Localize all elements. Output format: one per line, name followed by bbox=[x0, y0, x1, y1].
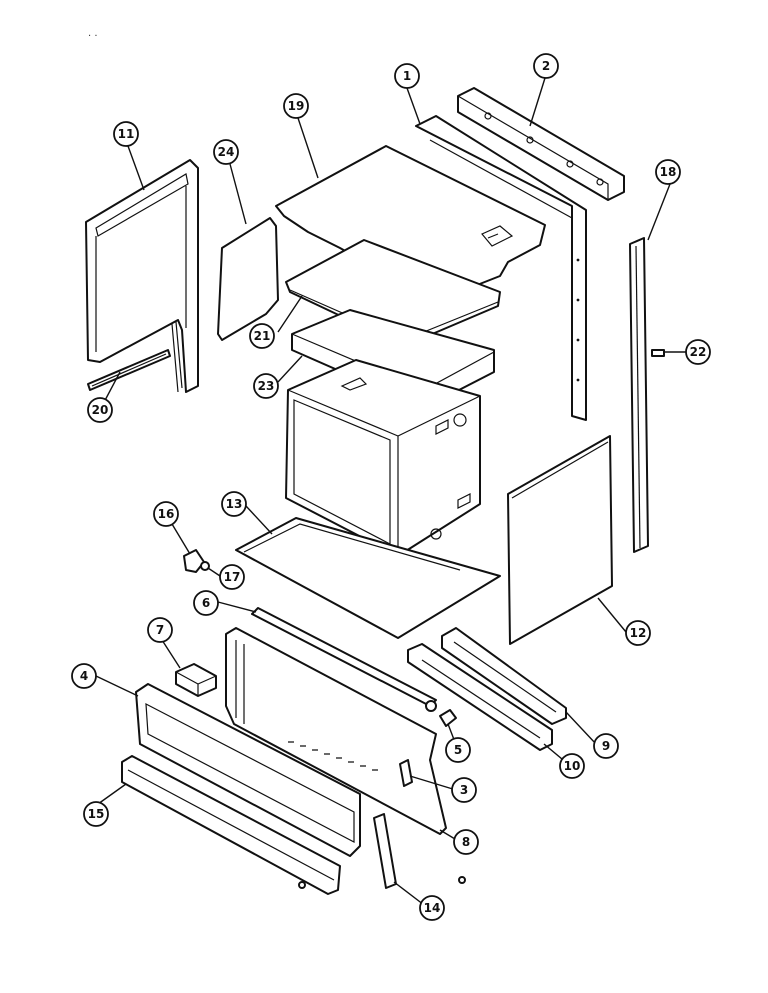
part-1-top-back-strip[interactable] bbox=[415, 115, 587, 421]
callout-5-label: 5 bbox=[454, 743, 462, 757]
callout-2: 2 bbox=[533, 53, 559, 79]
callout-11: 11 bbox=[113, 121, 139, 147]
part-4-door-frame[interactable] bbox=[135, 683, 361, 857]
callout-15: 15 bbox=[83, 801, 109, 827]
callout-13: 13 bbox=[221, 491, 247, 517]
callout-19: 19 bbox=[283, 93, 309, 119]
callout-11-label: 11 bbox=[118, 127, 135, 141]
part-11-left-side-panel[interactable] bbox=[85, 159, 199, 393]
callout-21: 21 bbox=[249, 323, 275, 349]
callout-18: 18 bbox=[655, 159, 681, 185]
part-8-front-panel[interactable] bbox=[225, 627, 447, 835]
callout-23-label: 23 bbox=[258, 379, 275, 393]
callout-6: 6 bbox=[193, 590, 219, 616]
callout-16-label: 16 bbox=[158, 507, 175, 521]
part-14-vertical-strip[interactable] bbox=[373, 813, 397, 889]
callout-8: 8 bbox=[453, 829, 479, 855]
callout-7-label: 7 bbox=[156, 623, 164, 637]
callout-14-label: 14 bbox=[424, 901, 441, 915]
callout-3-label: 3 bbox=[460, 783, 468, 797]
callout-20-label: 20 bbox=[92, 403, 109, 417]
callout-2-label: 2 bbox=[542, 59, 550, 73]
callout-7: 7 bbox=[147, 617, 173, 643]
part-24-side-insulation[interactable] bbox=[217, 217, 279, 341]
callout-1-label: 1 bbox=[403, 69, 411, 83]
callout-9: 9 bbox=[593, 733, 619, 759]
callout-18-label: 18 bbox=[660, 165, 677, 179]
part-7-bracket-block[interactable] bbox=[175, 663, 217, 697]
part-20-trim-strip[interactable] bbox=[87, 349, 171, 391]
callout-16: 16 bbox=[153, 501, 179, 527]
part-18-right-trim[interactable] bbox=[629, 237, 649, 553]
callout-20: 20 bbox=[87, 397, 113, 423]
callout-17-label: 17 bbox=[224, 570, 241, 584]
callout-9-label: 9 bbox=[602, 739, 610, 753]
callout-12: 12 bbox=[625, 620, 651, 646]
callout-10: 10 bbox=[559, 753, 585, 779]
callout-19-label: 19 bbox=[288, 99, 305, 113]
callout-22: 22 bbox=[685, 339, 711, 365]
callout-24: 24 bbox=[213, 139, 239, 165]
callout-5: 5 bbox=[445, 737, 471, 763]
part-16-switch[interactable] bbox=[183, 549, 210, 573]
part-10-vent[interactable] bbox=[407, 643, 553, 751]
callout-22-label: 22 bbox=[690, 345, 707, 359]
part-12-right-side-panel[interactable] bbox=[507, 435, 613, 645]
callout-6-label: 6 bbox=[202, 596, 210, 610]
callout-4: 4 bbox=[71, 663, 97, 689]
part-15-bottom-trim[interactable] bbox=[121, 755, 341, 895]
callout-4-label: 4 bbox=[80, 669, 88, 683]
callout-8-label: 8 bbox=[462, 835, 470, 849]
callout-1: 1 bbox=[394, 63, 420, 89]
callout-12-label: 12 bbox=[630, 626, 647, 640]
callout-15-label: 15 bbox=[88, 807, 105, 821]
loose-screws bbox=[298, 876, 466, 889]
part-6-rod[interactable] bbox=[251, 607, 437, 712]
part-9-vent-frame[interactable] bbox=[441, 627, 567, 725]
part-3-clip[interactable] bbox=[399, 759, 413, 787]
callout-24-label: 24 bbox=[218, 145, 235, 159]
part-22-screw[interactable] bbox=[651, 349, 665, 357]
part-13-bottom-panel[interactable] bbox=[235, 517, 501, 639]
corner-mark: . . bbox=[88, 28, 98, 39]
leader-lines bbox=[95, 77, 686, 909]
callout-3: 3 bbox=[451, 777, 477, 803]
callout-17: 17 bbox=[219, 564, 245, 590]
part-5-knob[interactable] bbox=[439, 709, 457, 727]
callout-23: 23 bbox=[253, 373, 279, 399]
part-2-top-bracket[interactable] bbox=[457, 87, 625, 202]
callout-13-label: 13 bbox=[226, 497, 243, 511]
oven-liner-box[interactable] bbox=[285, 359, 481, 557]
callout-14: 14 bbox=[419, 895, 445, 921]
callout-21-label: 21 bbox=[254, 329, 271, 343]
callout-10-label: 10 bbox=[564, 759, 581, 773]
